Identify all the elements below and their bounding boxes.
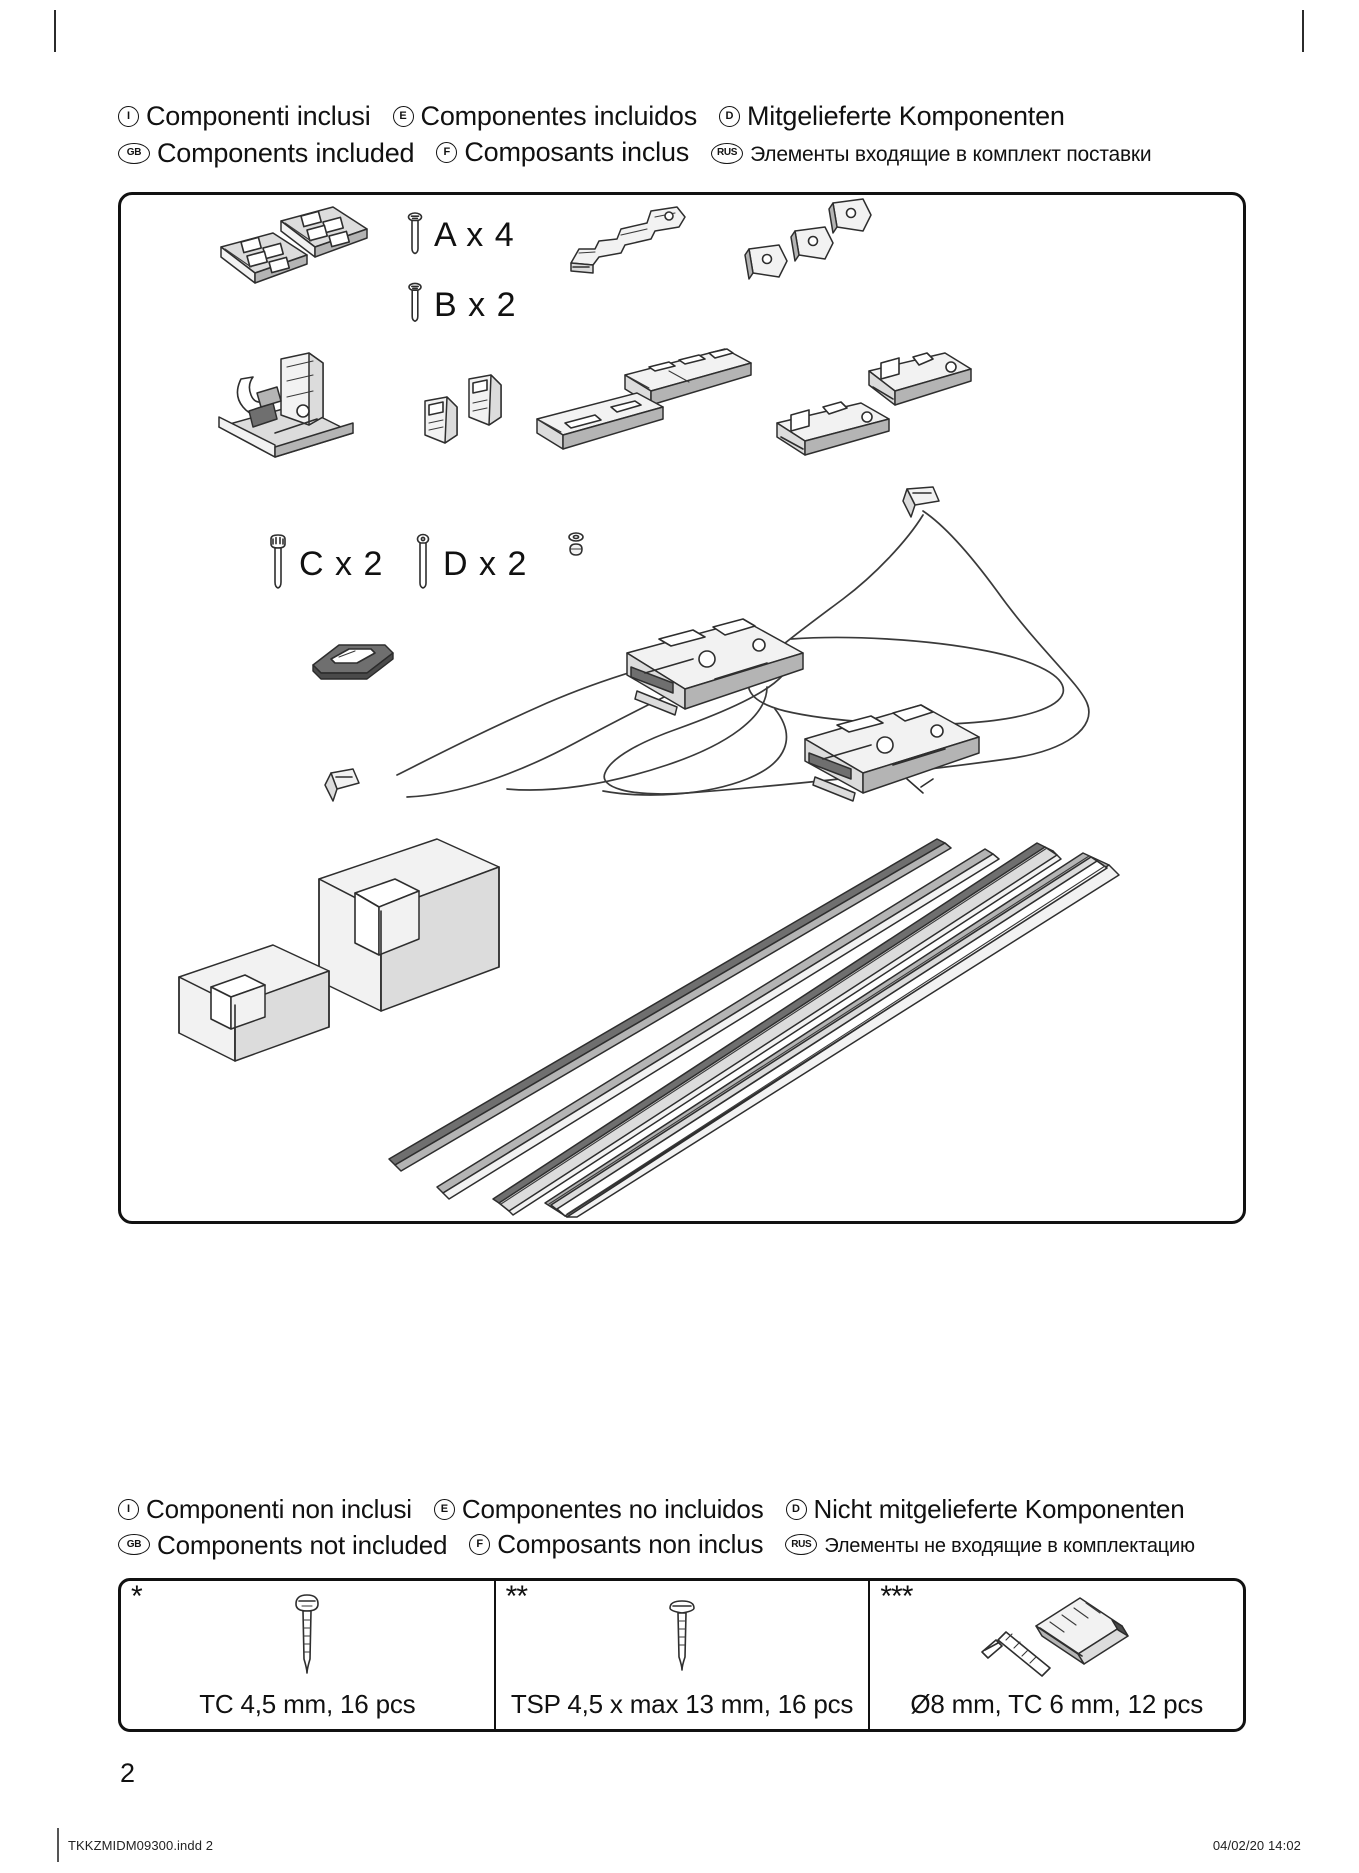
lang2-entry-fr: F Composants non inclus xyxy=(469,1529,764,1559)
lang-entry-fr: F Composants inclus xyxy=(436,139,689,166)
heading-text-it: Componenti inclusi xyxy=(146,101,371,131)
cable-drive-assembly-art xyxy=(207,486,1207,827)
screw-b-icon xyxy=(406,279,424,332)
lang2-entry-ru: RUS Элементы не входящие в комплектацию xyxy=(785,1534,1195,1557)
part-label-c-text: C x 2 xyxy=(299,545,384,583)
lang2-entry-de: D Nicht mitgelieferte Komponenten xyxy=(785,1494,1185,1524)
lang-entry-it: I Componenti inclusi xyxy=(118,103,371,130)
lang2-entry-es: E Componentes no incluidos xyxy=(433,1494,764,1524)
footer-filename: TKKZMIDM09300.indd 2 xyxy=(68,1838,214,1853)
rail-channel-1 xyxy=(492,842,1062,1216)
flag-badge-gb-2: GB xyxy=(118,1534,150,1555)
lang-entry-es: E Componentes incluidos xyxy=(392,101,698,131)
flag-badge-es-2: E xyxy=(433,1498,455,1520)
lang2-entry-gb: GB Components not included xyxy=(118,1532,447,1558)
heading-text-ru: Элементы входящие в комплект поставки xyxy=(750,142,1152,166)
screw-c-icon xyxy=(267,531,289,598)
cable-end-terminal-left xyxy=(324,768,360,802)
right-carrier-pair-art xyxy=(765,347,985,487)
heading-line-1: I Componenti inclusi E Componentes inclu… xyxy=(118,103,1248,130)
spacer-grommet-art xyxy=(561,529,591,579)
spec-marker-3: *** xyxy=(880,1580,913,1613)
plastic-key-tool-art xyxy=(309,639,399,689)
notched-block-small xyxy=(178,944,330,1062)
heading-text-fr: Composants inclus xyxy=(464,137,690,167)
not-included-spec-table: * TC 4,5 mm, 16 pcs ** xyxy=(118,1578,1246,1732)
heading2-text-fr: Composants non inclus xyxy=(497,1529,764,1559)
part-label-a-text: A x 4 xyxy=(434,216,515,254)
footer-timestamp: 04/02/20 14:02 xyxy=(1212,1838,1301,1853)
drive-carriage-lower xyxy=(804,704,980,802)
spec-marker-2: ** xyxy=(505,1580,528,1613)
heading-components-included: I Componenti inclusi E Componentes inclu… xyxy=(118,103,1248,167)
flag-badge-ru-2: RUS xyxy=(785,1534,818,1555)
part-label-b: B x 2 xyxy=(406,279,516,332)
lang2-entry-it: I Componenti non inclusi xyxy=(118,1496,412,1522)
spec-cell-2: ** TSP 4,5 x max 13 mm, 16 pcs xyxy=(493,1580,869,1729)
lang-entry-ru: RUS Элементы входящие в комплект поставк… xyxy=(711,142,1152,166)
lang-entry-de: D Mitgelieferte Komponenten xyxy=(719,103,1065,130)
long-flat-bracket-art xyxy=(559,205,699,285)
wall-plug-and-screw-icon xyxy=(874,1587,1239,1689)
crop-mark-top-right xyxy=(1302,10,1304,52)
spec-caption-2: TSP 4,5 x max 13 mm, 16 pcs xyxy=(510,1689,854,1719)
heading-text-gb: Components included xyxy=(157,137,415,168)
included-parts-panel: A x 4 B x 2 xyxy=(118,192,1246,1224)
notched-block-large xyxy=(318,838,500,1012)
drive-carriage-upper xyxy=(626,618,804,716)
rail-thin-1 xyxy=(388,838,952,1172)
flag-badge-es: E xyxy=(392,106,414,127)
flag-badge-fr-2: F xyxy=(469,1533,491,1555)
heading2-text-gb: Components not included xyxy=(157,1529,448,1560)
rails-group-art xyxy=(261,835,1221,1218)
flat-head-screw-icon xyxy=(500,1587,865,1689)
end-stop-assembly-art xyxy=(213,341,393,461)
heading2-line-2: GB Components not included F Composants … xyxy=(118,1531,1248,1558)
part-label-d: D x 2 xyxy=(413,531,527,598)
page-number: 2 xyxy=(120,1758,136,1788)
heading2-text-it: Componenti non inclusi xyxy=(146,1494,412,1524)
flag-badge-fr: F xyxy=(436,142,458,163)
crop-mark-top-left xyxy=(54,10,56,52)
cable-end-terminal-right xyxy=(902,486,940,518)
heading-text-es: Componentes incluidos xyxy=(420,101,698,131)
spec-cell-1: * TC 4,5 mm, 16 pcs xyxy=(121,1581,494,1729)
flag-badge-gb: GB xyxy=(118,142,150,164)
screw-d-icon xyxy=(413,531,433,598)
mounting-plate-pair-art xyxy=(215,203,375,293)
heading-components-not-included: I Componenti non inclusi E Componentes n… xyxy=(118,1496,1248,1558)
heading2-text-de: Nicht mitgelieferte Komponenten xyxy=(813,1494,1185,1524)
pan-head-screw-icon xyxy=(125,1587,490,1689)
screw-a-icon xyxy=(406,209,424,262)
flag-badge-ru: RUS xyxy=(711,142,744,164)
part-label-d-text: D x 2 xyxy=(443,545,528,583)
rail-channel-2 xyxy=(544,852,1120,1218)
spec-cell-3: *** xyxy=(868,1581,1243,1729)
flag-badge-it: I xyxy=(118,106,139,127)
heading-text-de: Mitgelieferte Komponenten xyxy=(747,101,1065,131)
part-label-a: A x 4 xyxy=(406,209,515,262)
wedge-bracket-group-art xyxy=(713,197,893,297)
clip-block-pair-art xyxy=(411,373,521,453)
spec-caption-1: TC 4,5 mm, 16 pcs xyxy=(199,1689,416,1719)
spec-marker-1: * xyxy=(131,1580,143,1613)
rail-carrier-pair-art xyxy=(529,345,759,475)
wall-screw-icon xyxy=(980,1631,1051,1677)
heading2-line-1: I Componenti non inclusi E Componentes n… xyxy=(118,1496,1248,1522)
part-label-c: C x 2 xyxy=(267,531,383,598)
flag-badge-de-2: D xyxy=(785,1498,807,1520)
part-label-b-text: B x 2 xyxy=(434,286,517,324)
notched-block-pair-art xyxy=(169,835,529,1065)
spec-caption-3: Ø8 mm, TC 6 mm, 12 pcs xyxy=(910,1689,1204,1719)
footer-divider xyxy=(57,1828,59,1862)
heading2-text-es: Componentes no incluidos xyxy=(461,1494,764,1524)
heading-line-2: GB Components included F Composants incl… xyxy=(118,139,1248,167)
rail-thin-2 xyxy=(436,848,1000,1200)
flag-badge-de: D xyxy=(719,106,740,127)
lang-entry-gb: GB Components included xyxy=(118,137,415,168)
heading2-text-ru: Элементы не входящие в комплектацию xyxy=(824,1534,1195,1557)
wall-plug-icon xyxy=(1034,1597,1129,1665)
flag-badge-it-2: I xyxy=(118,1498,139,1520)
